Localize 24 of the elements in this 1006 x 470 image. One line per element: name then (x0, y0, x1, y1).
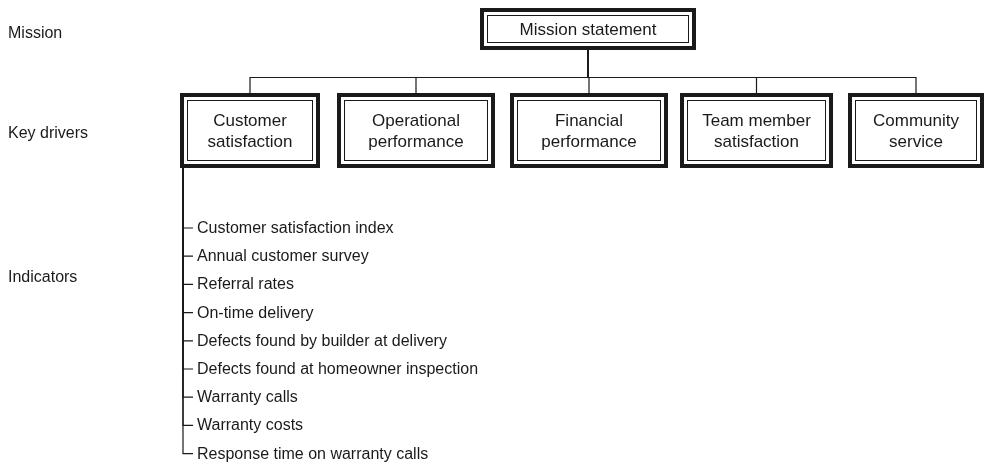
indicator-text: Response time on warranty calls (197, 443, 429, 464)
level-label: Mission (8, 23, 63, 43)
box-text: Team member satisfaction (701, 109, 812, 152)
indicator-text: Warranty calls (197, 387, 298, 408)
driver-box (337, 93, 495, 168)
level-label: Indicators (8, 267, 78, 287)
box-text: Financial performance (540, 109, 638, 152)
box-text: Community service (872, 109, 960, 152)
mission-box (480, 8, 696, 50)
indicator-text: Referral rates (197, 274, 294, 295)
indicator-text: Defects found by builder at delivery (197, 330, 447, 351)
box-text: Customer satisfaction (206, 109, 294, 152)
driver-box (848, 93, 984, 168)
indicator-text: Defects found at homeowner inspection (197, 359, 479, 379)
indicator-text: Customer satisfaction index (197, 218, 394, 238)
level-label: Key drivers (8, 123, 89, 143)
indicator-text: Warranty costs (197, 415, 304, 436)
indicator-text: On-time delivery (197, 302, 314, 323)
indicator-text: Annual customer survey (197, 246, 369, 267)
driver-box (510, 93, 668, 168)
box-text: Operational performance (367, 109, 465, 152)
box-text: Mission statement (519, 18, 657, 40)
driver-box (680, 93, 833, 168)
driver-box (180, 93, 320, 168)
